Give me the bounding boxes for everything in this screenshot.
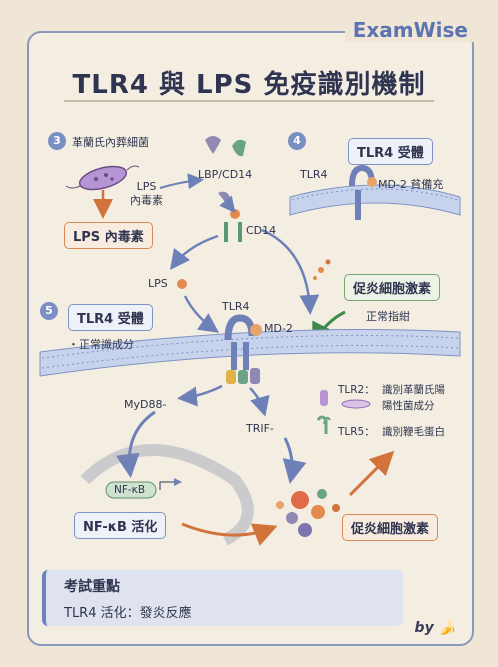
lps-endotoxin-label: LPS 內毒素 — [130, 180, 163, 207]
nfkb-activation-box: NF-κB 活化 — [74, 512, 167, 539]
gram-negative-label: 革蘭氏內葬細菌 — [72, 136, 149, 149]
tlr4-top-icon — [349, 164, 377, 220]
step-3-badge: 3 — [48, 132, 66, 150]
arrow-nfkb-to-cytokines — [181, 522, 278, 546]
exam-summary-panel: 考試重點 TLR4 活化：發炎反應 — [42, 570, 403, 626]
tlr4-receptor-icon — [224, 314, 262, 384]
cytokine-top-box: 促炎細胞激素 — [344, 274, 441, 301]
cytokine-cluster-icon — [276, 489, 340, 537]
tlr2-label: TLR2： — [338, 384, 375, 396]
arrow-cd14-to-lps — [169, 234, 219, 270]
arrow-trif-to-cytokines — [282, 437, 307, 484]
tlr2-desc-1: 識別革蘭氏陽 — [382, 384, 445, 396]
arrow-tlr4-to-trif — [249, 387, 270, 417]
arrow-tlr4-to-myd88 — [177, 384, 223, 407]
arrow-myd88-to-nfkb — [115, 410, 156, 478]
tlr4-center-label: TLR4 — [222, 300, 250, 313]
myd88-label: MyD88- — [124, 398, 167, 411]
step-4-badge: 4 — [288, 132, 306, 150]
summary-heading: 考試重點 — [64, 579, 120, 595]
upper-membrane — [289, 184, 461, 216]
nfkb-pill — [105, 481, 157, 499]
lps-particle-icon — [177, 279, 187, 289]
arrow-cytokines-up — [348, 450, 395, 497]
bacterium-icon — [65, 165, 140, 191]
tlr5-desc: 識別鞭毛蛋白 — [382, 426, 445, 438]
tlr5-label: TLR5： — [338, 426, 375, 438]
md2-top-label: MD-2 貧備充 — [378, 178, 444, 191]
lbp-cd14-label: LBP/CD14 — [198, 168, 253, 181]
arrow-cd14-to-md2 — [261, 228, 320, 315]
arrow-lps-to-tlr4 — [183, 295, 220, 333]
normal-binding-label: 正常指紺 — [366, 310, 410, 323]
tlr4-top-label: TLR4 — [300, 168, 328, 181]
nfkb-small-label: NF-κB — [114, 484, 146, 496]
step-5-badge: 5 — [40, 302, 58, 320]
byline: by 🍌 — [414, 620, 456, 636]
page-title: TLR4 與 LPS 免疫識別機制 — [72, 70, 426, 100]
cytokine-bottom-box: 促炎細胞激素 — [342, 514, 439, 541]
normal-component-label: ・正常識成分 — [68, 338, 134, 351]
tlr2-icon — [320, 390, 371, 409]
summary-body: TLR4 活化：發炎反應 — [64, 606, 192, 621]
title-underline — [64, 100, 434, 102]
cd14-label: CD14 — [246, 224, 277, 237]
cytokine-dots-small — [313, 259, 331, 280]
cell-membrane — [39, 329, 461, 377]
nucleus-envelope — [80, 444, 254, 546]
lps-cd14-complex-icon — [218, 191, 242, 242]
brand-logo: ExamWise — [344, 18, 476, 42]
trif-label: TRIF- — [246, 422, 274, 435]
tlr2-desc-2: 陽性菌成分 — [382, 400, 435, 412]
tlr5-icon — [316, 415, 331, 434]
arrow-lps-to-lbp — [159, 173, 204, 190]
lbp-protein-icon — [205, 136, 246, 157]
md2-center-label: MD-2 — [264, 322, 293, 335]
tlr4-receptor-left-box: TLR4 受體 — [68, 304, 153, 331]
tlr4-receptor-top-box: TLR4 受體 — [348, 138, 433, 165]
lps-endotoxin-box: LPS 內毒素 — [64, 222, 153, 249]
lps-label: LPS — [148, 277, 168, 290]
